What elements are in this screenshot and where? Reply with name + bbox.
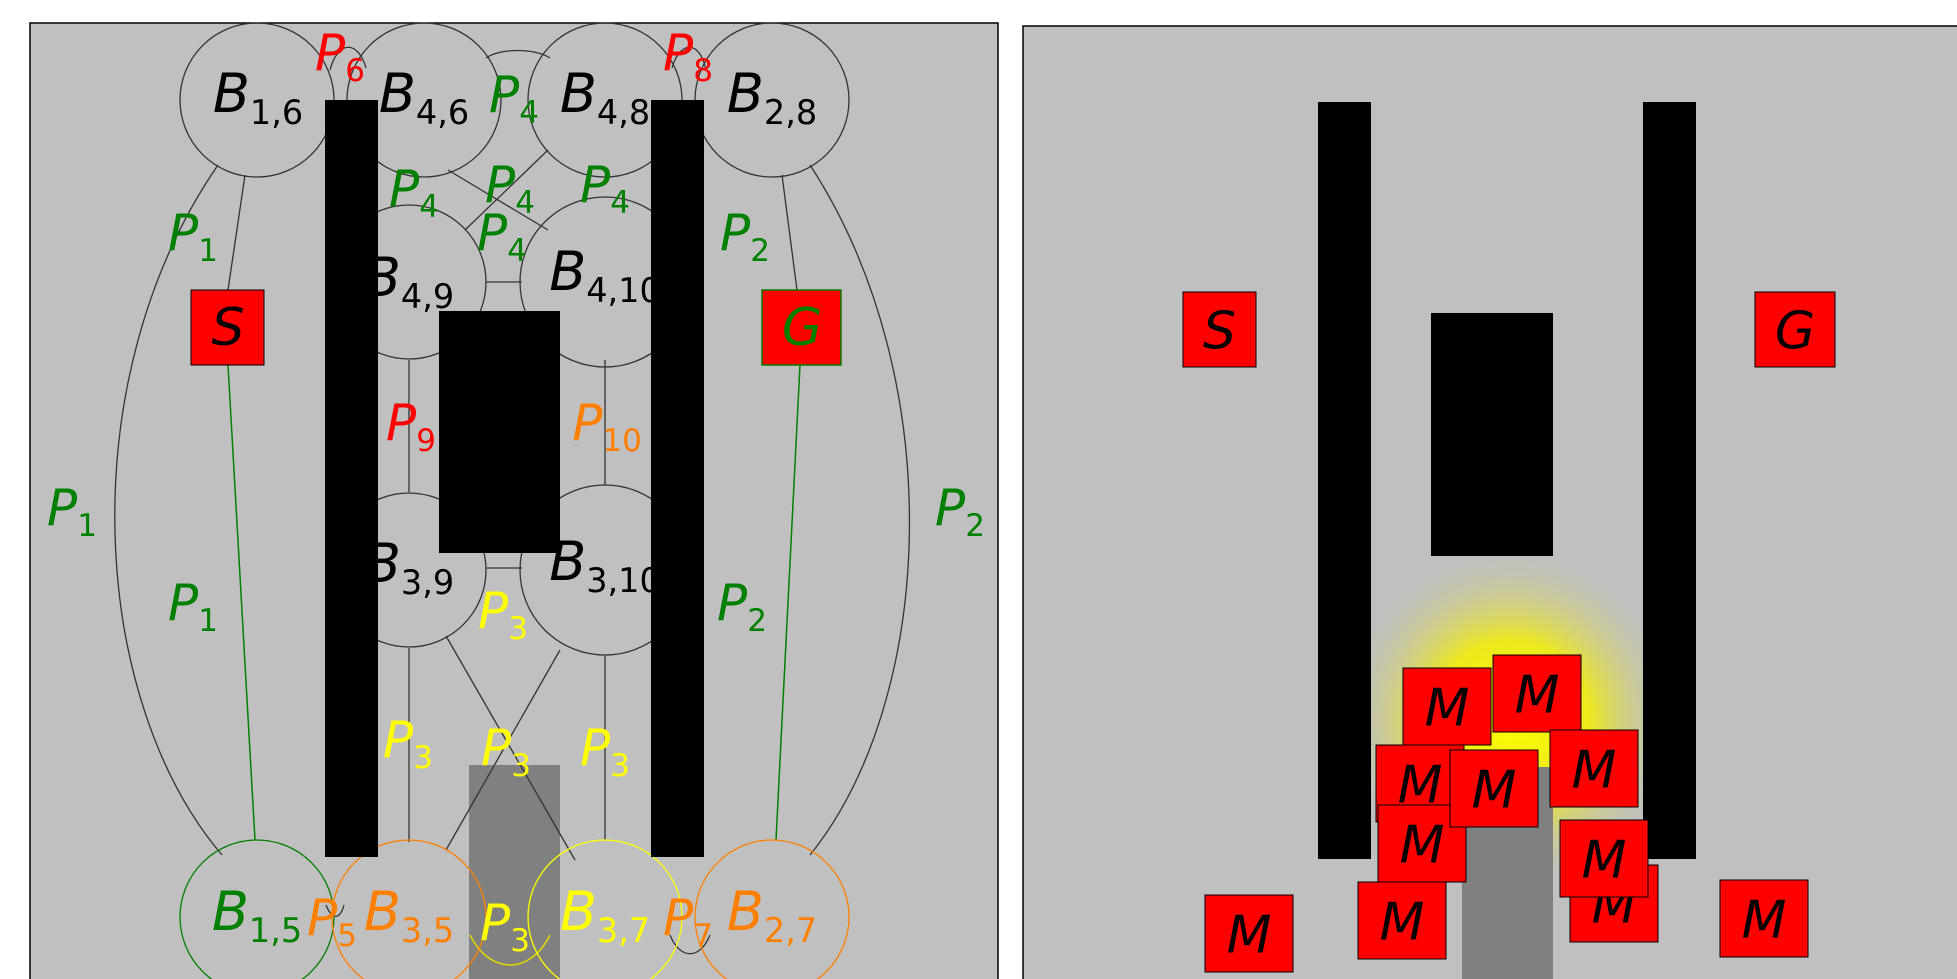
path-label-green-6: P4 <box>477 204 527 269</box>
goal-box <box>761 289 842 366</box>
path-label-yellow-15: P3 <box>478 582 528 647</box>
edge-b48-b28-arc <box>671 46 707 71</box>
edge-b35-b37-arc <box>469 934 551 966</box>
edge-b39-b37-cross <box>445 635 576 861</box>
edge-b310-b35-cross <box>445 649 561 851</box>
path-label-red-0: P6 <box>315 24 365 89</box>
edge-b37-b27-arc <box>669 934 711 955</box>
marker-4-label: M <box>1572 741 1617 801</box>
marker-4-box <box>1549 729 1639 808</box>
path-label-orange-21: P7 <box>663 889 713 954</box>
marker-6-box <box>1559 819 1649 898</box>
obstacle-right-wall-right <box>1643 102 1696 859</box>
ball-circle-b15 <box>179 839 335 979</box>
ball-label-b28: B2,8 <box>727 62 817 132</box>
ball-label-b48: B4,8 <box>560 62 650 132</box>
ball-label-b39: B3,9 <box>364 532 454 602</box>
ball-circle-b37 <box>527 839 683 979</box>
obstacle-center-block <box>439 311 560 553</box>
marker-1-box <box>1402 667 1492 746</box>
path-label-green-8: P1 <box>47 479 97 544</box>
path-label-green-11: P2 <box>935 479 985 544</box>
edge-b46-b410 <box>447 169 549 231</box>
ball-label-b27: B2,7 <box>727 880 817 950</box>
green-edges <box>227 364 801 841</box>
marker-2-box <box>1492 654 1582 733</box>
marker-7-label: M <box>1380 893 1425 953</box>
marker-9-label: M <box>1742 891 1787 951</box>
path-label-yellow-18: P3 <box>580 719 630 784</box>
path-label-red-13: P9 <box>386 394 436 459</box>
ball-label-b16: B1,6 <box>213 62 303 132</box>
edge-b28-b27-outer <box>809 164 911 856</box>
marker-2-label: M <box>1515 666 1560 726</box>
path-label-yellow-19: P3 <box>480 894 530 959</box>
marker-8-label: M <box>1227 906 1272 966</box>
edge-b16-s <box>227 174 246 291</box>
obstacle-left-wall <box>325 100 378 857</box>
marker-10-label: M <box>1472 761 1517 821</box>
ball-label-b46: B4,6 <box>379 62 469 132</box>
obstacle-center-block-right <box>1431 313 1553 556</box>
marker-1-label: M <box>1425 679 1470 739</box>
path-label-green-7: P1 <box>168 204 218 269</box>
path-label-yellow-17: P3 <box>481 719 531 784</box>
edge-s-b15 <box>227 364 256 841</box>
ball-label-b15: B1,5 <box>212 880 302 950</box>
ball-label-b35: B3,5 <box>364 880 454 950</box>
marker-10-box <box>1449 749 1539 828</box>
start-label: S <box>211 298 244 358</box>
edge-b16-b46-arc <box>329 46 367 71</box>
path-label-red-1: P8 <box>663 24 713 89</box>
path-label-green-3: P4 <box>389 160 439 225</box>
path-label-yellow-16: P3 <box>383 711 433 776</box>
path-label-green-5: P4 <box>580 156 630 221</box>
edge-b16-b15-outer <box>114 164 223 856</box>
ball-label-b410: B4,10 <box>549 240 661 310</box>
edge-b15-b35-arc <box>325 904 345 917</box>
marker-6-label: M <box>1582 831 1627 891</box>
marker-8-box <box>1204 894 1294 973</box>
goal-box <box>1754 291 1836 368</box>
path-label-green-12: P2 <box>717 574 767 639</box>
goal-label: G <box>1775 302 1815 362</box>
obstacle-right-wall <box>651 100 704 857</box>
path-label-green-10: P2 <box>720 204 770 269</box>
edge-b46-b48-arc <box>485 49 551 59</box>
path-label-green-9: P1 <box>168 574 218 639</box>
ball-label-b49: B4,9 <box>364 246 454 316</box>
edge-b28-g <box>781 174 798 291</box>
ball-label-b37: B3,7 <box>560 880 650 950</box>
yellow-edges <box>469 934 551 966</box>
graph-edges <box>114 46 911 955</box>
edge-g-b27 <box>775 364 801 841</box>
ball-circle-b35 <box>331 839 487 979</box>
marker-7-box <box>1357 881 1447 960</box>
path-label-orange-20: P5 <box>307 889 357 954</box>
marker-5-label: M <box>1400 816 1445 876</box>
start-label: S <box>1203 302 1236 362</box>
ball-label-b310: B3,10 <box>549 530 661 600</box>
obstacle-left-wall-right <box>1318 102 1371 859</box>
path-label-orange-14: P10 <box>572 394 642 459</box>
start-box <box>190 289 265 366</box>
start-box <box>1182 291 1257 368</box>
goal-label: G <box>782 298 822 358</box>
path-label-green-4: P4 <box>485 156 535 221</box>
ball-circle-b27 <box>694 839 850 979</box>
path-label-green-2: P4 <box>489 66 539 131</box>
marker-9-box <box>1719 879 1809 958</box>
edge-b48-b49 <box>464 149 549 231</box>
